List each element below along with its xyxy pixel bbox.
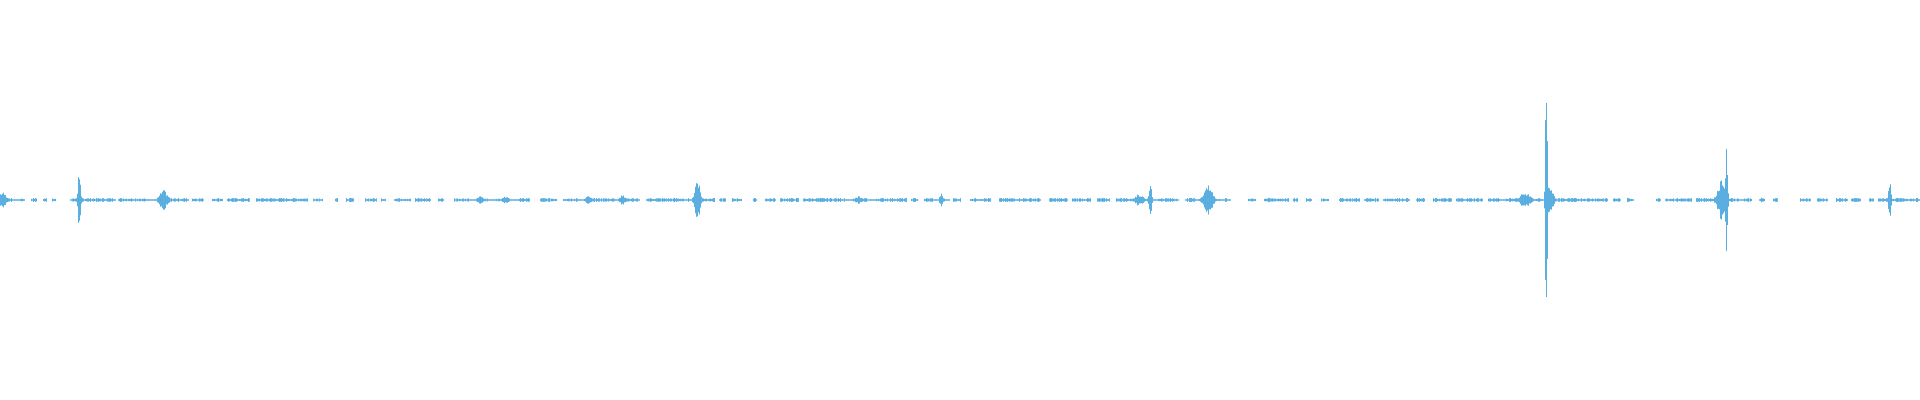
- waveform-columns: [0, 103, 1920, 297]
